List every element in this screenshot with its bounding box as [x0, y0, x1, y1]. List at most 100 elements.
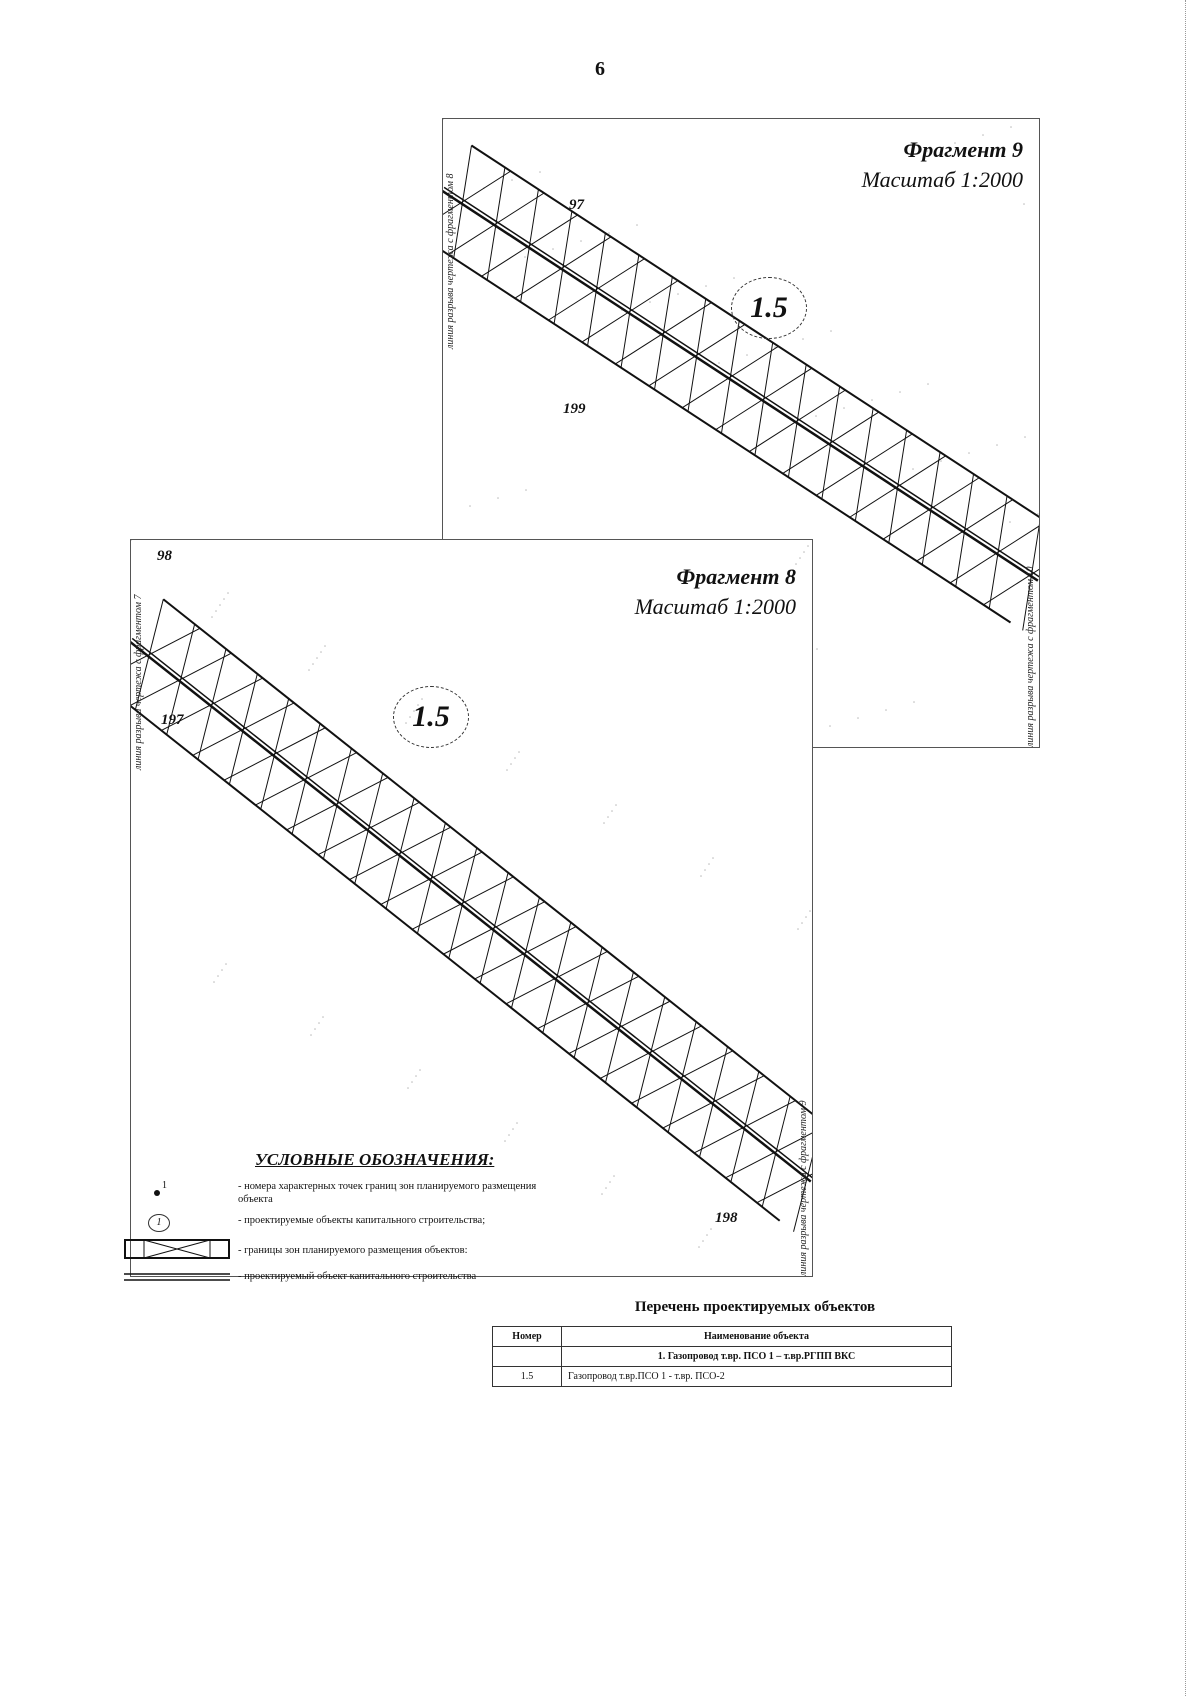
- map-background-dot: [508, 1134, 510, 1136]
- objects-table-title: Перечень проектируемых объектов: [634, 1299, 876, 1315]
- fragment-8-hatch-line: [537, 975, 640, 1030]
- group-row-label: 1. Газопровод т.вр. ПСО 1 – т.вр.РГПП ВК…: [561, 1346, 952, 1367]
- map-background-dot: [524, 256, 526, 258]
- map-background-dot: [795, 563, 797, 565]
- map-background-dot: [698, 1246, 700, 1248]
- map-background-dot: [511, 179, 513, 181]
- point-label-97: 97: [569, 197, 584, 213]
- fragment-8-hatch-line: [255, 752, 357, 806]
- double-line-icon: [120, 1268, 238, 1294]
- map-background-dot: [213, 981, 215, 983]
- map-background-dot: [552, 248, 554, 250]
- fragment-8-hatch-line: [317, 801, 420, 856]
- map-background-dot: [510, 763, 512, 765]
- fragment-8-hatch-line: [380, 851, 483, 905]
- legend-item-zones: - границы зон планируемого размещения об…: [120, 1238, 568, 1264]
- fragment-9-hatch-line: [682, 345, 779, 409]
- legend-item-objects: 1 - проектируемые объекты капитального с…: [120, 1214, 568, 1240]
- map-background-dot: [318, 1022, 320, 1024]
- fragment-8-hatch-line: [223, 727, 326, 781]
- map-background-dot: [603, 822, 605, 824]
- map-background-dot: [310, 1034, 312, 1036]
- column-header-name: Наименование объекта: [561, 1326, 952, 1347]
- row-name: Газопровод т.вр.ПСО 1 - т.вр. ПСО-2: [561, 1366, 952, 1387]
- map-background-dot: [324, 645, 326, 647]
- map-background-dot: [539, 171, 541, 173]
- legend-item-line: - проектируемый объект капитального стро…: [120, 1268, 568, 1294]
- fragment-9-hatch-line: [648, 324, 746, 387]
- fragment-9-hatch-line: [715, 367, 813, 431]
- map-background-dot: [217, 975, 219, 977]
- map-background-dot: [712, 857, 714, 859]
- map-background-dot: [700, 875, 702, 877]
- map-background-dot: [609, 1181, 611, 1183]
- map-background-dot: [816, 648, 818, 650]
- table-header-row: Номер Наименование объекта: [492, 1326, 952, 1347]
- map-background-dot: [223, 598, 225, 600]
- objects-table: Номер Наименование объекта 1. Газопровод…: [492, 1326, 952, 1387]
- fragment-9-zone-boundary-upper: [443, 249, 1012, 624]
- fragment-9-left-break-label: линия разрыва чертежа с фрагментом 8: [445, 173, 456, 349]
- map-background-dot: [636, 224, 638, 226]
- fragment-8-hatch-line: [161, 677, 263, 731]
- fragment-8-pipeline-line: [131, 637, 812, 1179]
- point-label-98: 98: [157, 548, 172, 564]
- fragment-8-hatch-line: [725, 1132, 812, 1179]
- map-background-dot: [746, 354, 748, 356]
- map-background-dot: [982, 134, 984, 136]
- map-background-dot: [799, 557, 801, 559]
- point-number-icon: 1: [120, 1180, 238, 1206]
- map-background-dot: [829, 725, 831, 727]
- map-background-dot: [912, 468, 914, 470]
- fragment-9-drawing: [443, 119, 1039, 735]
- map-background-dot: [411, 1081, 413, 1083]
- object-label-1-5: 1.5: [393, 686, 469, 748]
- fragment-8-hatch-line: [631, 1050, 734, 1104]
- map-background-dot: [607, 816, 609, 818]
- map-background-dot: [312, 663, 314, 665]
- map-background-dot: [677, 293, 679, 295]
- fragment-8-hatch-line: [131, 627, 201, 665]
- fragment-8-scale: Масштаб 1:2000: [634, 594, 796, 619]
- map-background-dot: [211, 616, 213, 618]
- map-background-dot: [516, 1122, 518, 1124]
- map-background-dot: [1010, 126, 1012, 128]
- fragment-9-hatch-line: [748, 389, 846, 452]
- map-background-dot: [506, 769, 508, 771]
- column-header-number: Номер: [492, 1326, 562, 1347]
- fragment-8-pipeline-line: [131, 640, 812, 1183]
- map-background-dot: [718, 362, 720, 364]
- fragment-9-hatch-line: [615, 302, 712, 365]
- map-background-dot: [518, 751, 520, 753]
- map-background-dot: [608, 232, 610, 234]
- fragment-9-hatch-line: [815, 433, 913, 496]
- map-background-dot: [504, 1140, 506, 1142]
- map-background-dot: [871, 399, 873, 401]
- map-background-dot: [803, 551, 805, 553]
- hatched-zone-icon: [120, 1238, 238, 1264]
- map-background-dot: [314, 1028, 316, 1030]
- map-background-dot: [968, 452, 970, 454]
- map-background-dot: [706, 1234, 708, 1236]
- fragment-9-name: Фрагмент 9: [903, 137, 1024, 162]
- fragment-8-hatch-line: [599, 1025, 702, 1079]
- fragment-8-zone-boundary-upper: [131, 705, 781, 1222]
- map-background-dot: [857, 717, 859, 719]
- map-background-dot: [320, 651, 322, 653]
- fragment-9-zone-boundary-lower: [470, 144, 1039, 519]
- map-background-dot: [802, 338, 804, 340]
- fragment-9-hatch-line: [983, 568, 1039, 606]
- map-background-dot: [215, 610, 217, 612]
- fragment-9-hatch-line: [916, 499, 1013, 562]
- map-background-dot: [815, 415, 817, 417]
- fragment-9-title: Фрагмент 9 Масштаб 1:2000: [862, 137, 1023, 193]
- point-label-198: 198: [715, 1210, 738, 1226]
- map-background-dot: [774, 346, 776, 348]
- map-background-dot: [807, 545, 809, 547]
- fragment-9-pipeline-line: [443, 186, 1039, 578]
- map-background-dot: [913, 701, 915, 703]
- map-background-dot: [733, 277, 735, 279]
- fragment-9-scale: Масштаб 1:2000: [861, 167, 1023, 192]
- fragment-8-map: Фрагмент 8 Масштаб 1:2000 линия разрыва …: [130, 539, 813, 1277]
- point-label-197: 197: [161, 712, 184, 728]
